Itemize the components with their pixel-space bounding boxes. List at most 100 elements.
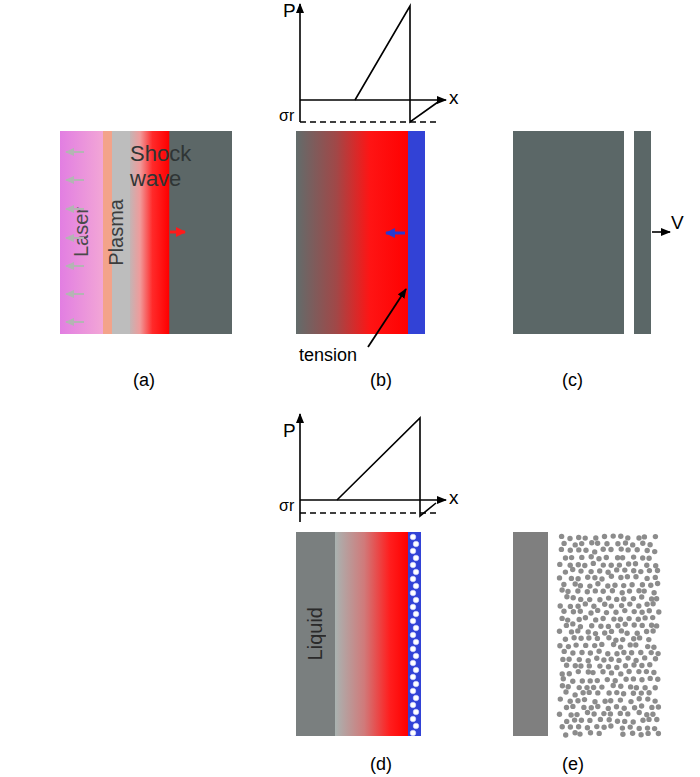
droplet [629, 582, 634, 587]
droplet [578, 597, 583, 602]
bubble [410, 674, 416, 680]
droplet [653, 563, 658, 568]
droplet [637, 696, 642, 701]
droplet [638, 569, 643, 574]
droplet [572, 730, 577, 735]
droplet [601, 589, 606, 594]
droplet [645, 731, 650, 736]
droplet [578, 609, 583, 614]
bubble [410, 716, 416, 722]
droplet [637, 635, 642, 640]
droplet [619, 628, 624, 633]
droplet [623, 540, 628, 545]
droplet [608, 723, 613, 728]
droplet [579, 650, 584, 655]
droplet [567, 671, 572, 676]
droplet [567, 536, 572, 541]
droplet [561, 609, 566, 614]
axis-label: P [283, 420, 296, 442]
bubble [413, 639, 419, 645]
droplet [576, 669, 581, 674]
droplet [621, 596, 626, 601]
droplet [575, 588, 580, 593]
droplet [646, 690, 651, 695]
droplet [569, 576, 574, 581]
droplet [586, 635, 591, 640]
droplet [593, 535, 598, 540]
droplet [631, 719, 636, 724]
droplet [563, 555, 568, 560]
bubble [410, 576, 416, 582]
droplet [654, 596, 659, 601]
droplet [626, 561, 631, 566]
droplet [566, 657, 571, 662]
p-axis [299, 4, 301, 122]
bubble [410, 562, 416, 568]
droplet [605, 651, 610, 656]
droplet [625, 655, 630, 660]
bubble [413, 667, 419, 673]
droplet [654, 717, 659, 722]
droplet [647, 662, 652, 667]
bubble [413, 653, 419, 659]
droplet [570, 704, 575, 709]
x-axis [300, 99, 446, 101]
droplet [557, 629, 562, 634]
droplet [645, 548, 650, 553]
droplet [557, 562, 562, 567]
droplet [616, 658, 621, 663]
bubble [410, 730, 416, 736]
droplet [630, 542, 635, 547]
droplet [592, 575, 597, 580]
droplet [618, 671, 623, 676]
liquid-band: Liquid [296, 532, 335, 736]
droplet [597, 731, 602, 736]
droplet [611, 683, 616, 688]
droplet [586, 669, 591, 674]
droplet [644, 669, 649, 674]
spall-strength-line [300, 121, 440, 123]
droplet [639, 663, 644, 668]
droplet [560, 683, 565, 688]
droplet [568, 604, 573, 609]
droplet [577, 657, 582, 662]
node-text: Plasma [105, 199, 128, 266]
droplet [649, 623, 654, 628]
spall-strength-line [300, 512, 440, 514]
droplet [618, 534, 623, 539]
droplet [570, 679, 575, 684]
droplet [636, 535, 641, 540]
bubble [410, 534, 416, 540]
droplet [609, 629, 614, 634]
droplet [626, 669, 631, 674]
pressure-profile [355, 6, 438, 122]
droplet [656, 704, 661, 709]
target-heated [335, 532, 408, 736]
droplet [632, 705, 637, 710]
droplet [636, 588, 641, 593]
droplet [573, 663, 578, 668]
droplet [635, 631, 640, 636]
pressure-profile [337, 418, 436, 516]
droplet [632, 609, 637, 614]
droplet [653, 685, 658, 690]
droplet [577, 685, 582, 690]
droplet [653, 534, 658, 539]
droplet [602, 699, 607, 704]
droplet [636, 669, 641, 674]
droplet [588, 650, 593, 655]
droplet [633, 561, 638, 566]
droplet [626, 616, 631, 621]
droplet [614, 567, 619, 572]
droplet [608, 711, 613, 716]
droplet [576, 547, 581, 552]
laser-arrow [66, 265, 84, 267]
droplet [601, 562, 606, 567]
droplet [619, 603, 624, 608]
droplet [581, 705, 586, 710]
droplet [651, 590, 656, 595]
droplet [642, 615, 647, 620]
droplet [579, 718, 584, 723]
droplet [639, 594, 644, 599]
droplet [583, 548, 588, 553]
